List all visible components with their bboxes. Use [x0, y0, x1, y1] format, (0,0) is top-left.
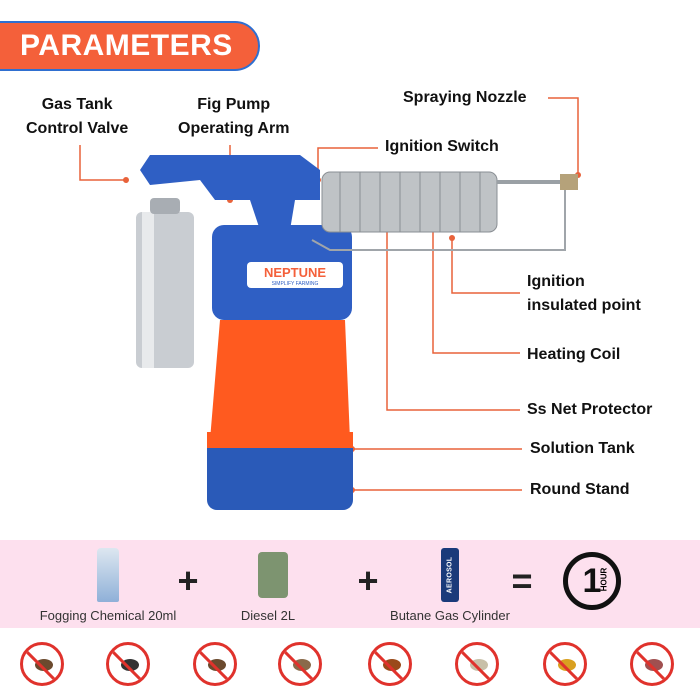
label-line: Gas Tank — [41, 96, 113, 113]
label-line: Operating Arm — [178, 120, 290, 137]
jerrycan-icon — [258, 552, 288, 598]
caption-diesel: Diesel 2L — [240, 608, 296, 623]
label-spraying-nozzle: Spraying Nozzle — [403, 89, 527, 106]
caption-butane: Butane Gas Cylinder — [390, 608, 510, 623]
fogger-body: NEPTUNE SIMPLIFY FARMING — [140, 155, 578, 510]
no-mosquito-icon — [20, 642, 64, 686]
gas-cylinder — [136, 198, 194, 368]
no-fly-icon — [278, 642, 322, 686]
plus-sign: + — [177, 560, 199, 601]
label-line: Ignition — [527, 273, 585, 290]
no-bee-icon — [543, 642, 587, 686]
plus-sign: + — [357, 560, 379, 601]
label-ss-net-protector: Ss Net Protector — [527, 401, 653, 418]
no-moth-wing-icon — [455, 642, 499, 686]
no-cockroach-icon — [368, 642, 412, 686]
no-bedbug-icon — [630, 642, 674, 686]
parameters-banner: PARAMETERS — [0, 21, 260, 71]
equals-sign: = — [511, 560, 533, 601]
gas-can-icon: AEROSOL — [441, 548, 459, 602]
no-housefly-icon — [106, 642, 150, 686]
neptune-logo: NEPTUNE — [264, 265, 326, 280]
no-moth-icon — [193, 642, 237, 686]
label-line: Fig Pump — [197, 96, 271, 113]
label-line: Control Valve — [26, 120, 129, 137]
hour-number: 1 — [582, 562, 602, 600]
label-line: insulated point — [527, 297, 641, 314]
hour-unit: HOUR — [599, 567, 609, 592]
chemical-bottle-icon — [97, 548, 119, 602]
label-round-stand: Round Stand — [530, 481, 630, 498]
clock-hour-icon: 1 HOUR — [563, 552, 621, 610]
label-solution-tank: Solution Tank — [530, 440, 635, 457]
label-heating-coil: Heating Coil — [527, 346, 621, 363]
label-ignition-insulated-point: Ignition insulated point — [527, 270, 641, 318]
caption-fogging-chemical: Fogging Chemical 20ml — [39, 608, 177, 623]
label-ignition-switch: Ignition Switch — [385, 138, 499, 155]
banner-title: PARAMETERS — [20, 29, 233, 62]
fogger-diagram: NEPTUNE SIMPLIFY FARMING — [79, 97, 581, 510]
gas-can-text: AEROSOL — [446, 556, 454, 594]
neptune-logo-sub: SIMPLIFY FARMING — [272, 281, 319, 287]
